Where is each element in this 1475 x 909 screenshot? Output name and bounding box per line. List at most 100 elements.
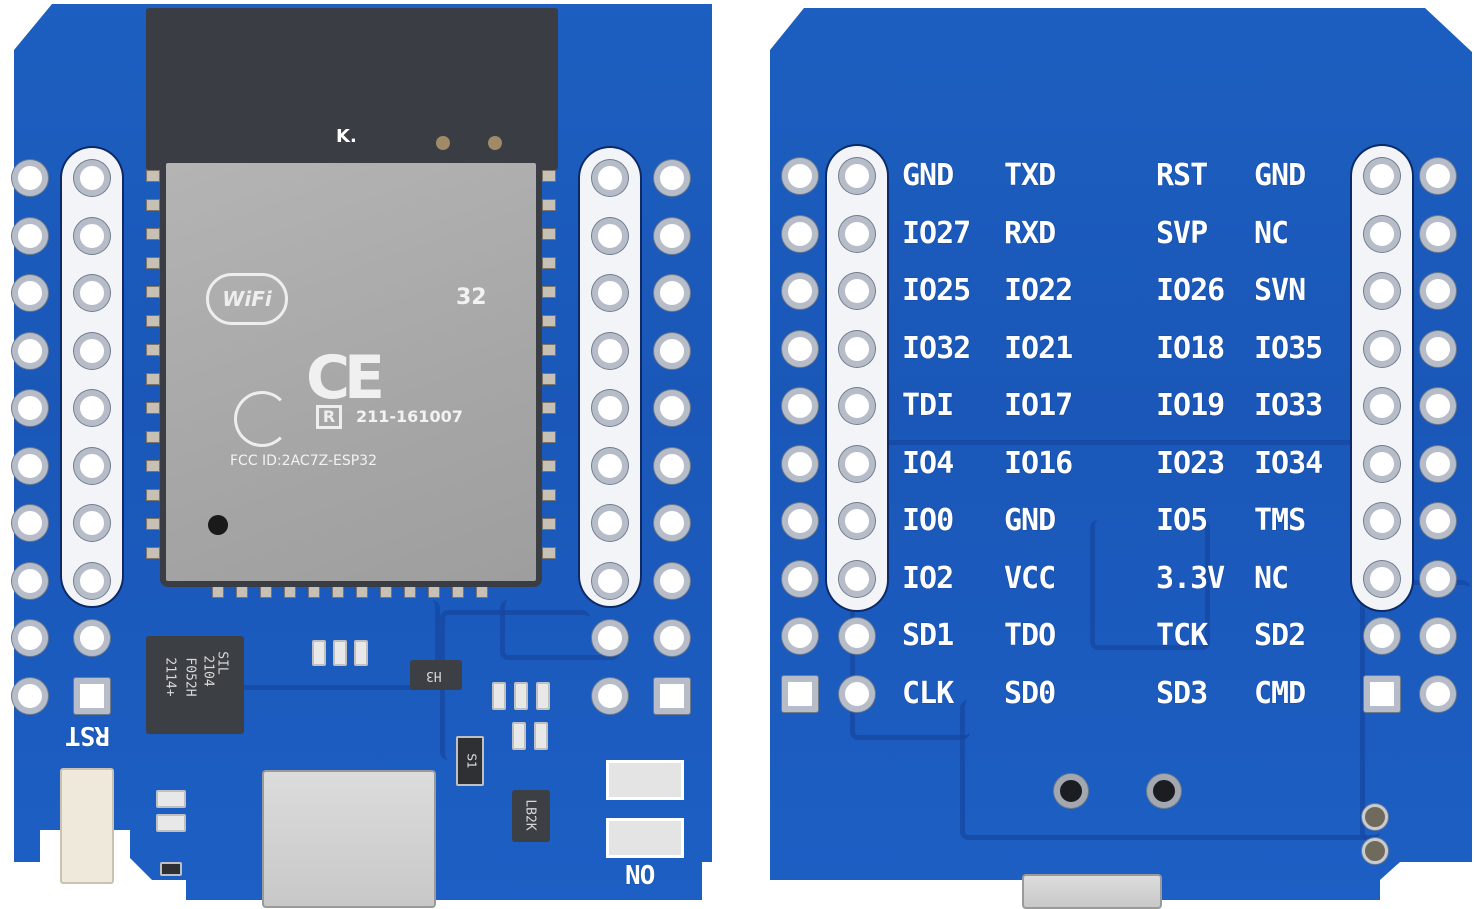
pin-hole[interactable] xyxy=(592,562,628,599)
pin-hole[interactable] xyxy=(782,158,818,194)
pin-hole[interactable] xyxy=(1364,388,1400,424)
pin-hole[interactable] xyxy=(12,562,48,599)
pin-label-io22: IO22 xyxy=(1004,273,1073,308)
pin-hole-square[interactable] xyxy=(1364,675,1400,712)
pin-hole[interactable] xyxy=(74,505,110,541)
pin-hole[interactable] xyxy=(1364,445,1400,482)
pin-label-io23: IO23 xyxy=(1156,445,1225,481)
pin-hole[interactable] xyxy=(654,275,690,311)
pin-hole-square[interactable] xyxy=(654,677,690,714)
pin-hole[interactable] xyxy=(1420,675,1456,712)
pin-hole[interactable] xyxy=(654,562,690,599)
pin-hole[interactable] xyxy=(654,447,690,484)
pin-hole[interactable] xyxy=(74,390,110,426)
pin-hole[interactable] xyxy=(1364,503,1400,539)
pin-hole[interactable] xyxy=(1420,388,1456,424)
castellated-pad xyxy=(146,402,160,414)
trace xyxy=(960,700,1380,840)
pin-hole[interactable] xyxy=(12,620,48,656)
pin-hole[interactable] xyxy=(12,505,48,541)
pin-hole[interactable] xyxy=(12,390,48,426)
pin-hole[interactable] xyxy=(654,332,690,369)
pin-hole[interactable] xyxy=(74,562,110,599)
pin-hole[interactable] xyxy=(782,503,818,539)
pin-label-gnd: GND xyxy=(1254,158,1306,193)
pin-hole[interactable] xyxy=(839,330,875,367)
pin-hole[interactable] xyxy=(839,273,875,309)
pin-hole[interactable] xyxy=(839,503,875,539)
pin-hole[interactable] xyxy=(839,158,875,194)
pin-hole[interactable] xyxy=(782,675,818,712)
pin-hole[interactable] xyxy=(74,160,110,196)
pin-hole[interactable] xyxy=(592,390,628,426)
castellated-pad xyxy=(146,547,160,559)
pin-hole[interactable] xyxy=(1364,273,1400,309)
reset-button[interactable] xyxy=(60,768,114,884)
trace xyxy=(1090,520,1210,650)
micro-usb-port-back[interactable] xyxy=(1022,874,1162,909)
pin-hole[interactable] xyxy=(782,560,818,597)
pin-hole[interactable] xyxy=(782,330,818,367)
pin-hole[interactable] xyxy=(782,445,818,482)
pin-hole[interactable] xyxy=(654,390,690,426)
pin-hole[interactable] xyxy=(654,620,690,656)
pin-hole[interactable] xyxy=(1420,330,1456,367)
pin-hole[interactable] xyxy=(74,447,110,484)
micro-usb-port[interactable] xyxy=(262,770,436,908)
pin-hole[interactable] xyxy=(1364,330,1400,367)
pin-hole[interactable] xyxy=(1420,445,1456,482)
pin-hole[interactable] xyxy=(12,447,48,484)
pin-hole[interactable] xyxy=(12,160,48,196)
pin-hole[interactable] xyxy=(839,388,875,424)
pin-hole[interactable] xyxy=(592,160,628,196)
pin-hole[interactable] xyxy=(654,217,690,254)
pin-hole[interactable] xyxy=(839,560,875,597)
castellated-pad xyxy=(146,344,160,356)
pin-hole[interactable] xyxy=(592,505,628,541)
pin-hole[interactable] xyxy=(1364,158,1400,194)
pin-label-gnd: GND xyxy=(1004,503,1056,538)
pin-hole[interactable] xyxy=(12,275,48,311)
mounting-hole xyxy=(1147,774,1181,808)
pin-hole[interactable] xyxy=(592,275,628,311)
pin-hole[interactable] xyxy=(1420,273,1456,309)
pin-hole[interactable] xyxy=(1420,215,1456,252)
regulator-chip: H3 xyxy=(410,660,462,690)
pin-hole[interactable] xyxy=(592,620,628,656)
pin-hole[interactable] xyxy=(839,215,875,252)
pin-hole[interactable] xyxy=(1420,503,1456,539)
pin-hole[interactable] xyxy=(782,273,818,309)
pin-hole[interactable] xyxy=(12,217,48,254)
pin-hole[interactable] xyxy=(1420,618,1456,654)
pin-hole[interactable] xyxy=(839,675,875,712)
pin-hole[interactable] xyxy=(1364,618,1400,654)
castellated-pad xyxy=(146,286,160,298)
power-led xyxy=(606,760,684,800)
pin-hole[interactable] xyxy=(1420,560,1456,597)
pin-hole[interactable] xyxy=(782,388,818,424)
castellated-pad xyxy=(542,402,556,414)
pin-hole[interactable] xyxy=(839,445,875,482)
esp32-antenna: K. xyxy=(146,8,558,170)
cert-number: 211-161007 xyxy=(356,407,463,426)
pin-hole[interactable] xyxy=(782,618,818,654)
pin-hole[interactable] xyxy=(12,332,48,369)
pin-hole[interactable] xyxy=(74,217,110,254)
pin-hole[interactable] xyxy=(74,332,110,369)
pin-hole[interactable] xyxy=(74,620,110,656)
castellated-pad xyxy=(146,489,160,501)
pin-hole[interactable] xyxy=(1420,158,1456,194)
pin-hole[interactable] xyxy=(1364,215,1400,252)
pin-hole[interactable] xyxy=(74,275,110,311)
pin-hole[interactable] xyxy=(592,332,628,369)
pin-hole[interactable] xyxy=(592,677,628,714)
pin-hole[interactable] xyxy=(592,217,628,254)
pin-hole[interactable] xyxy=(654,505,690,541)
pin-hole[interactable] xyxy=(74,677,110,714)
pin-hole[interactable] xyxy=(654,160,690,196)
pin-hole[interactable] xyxy=(1364,560,1400,597)
pin-hole[interactable] xyxy=(12,677,48,714)
pin-hole[interactable] xyxy=(782,215,818,252)
pin-hole[interactable] xyxy=(839,618,875,654)
pin-hole[interactable] xyxy=(592,447,628,484)
